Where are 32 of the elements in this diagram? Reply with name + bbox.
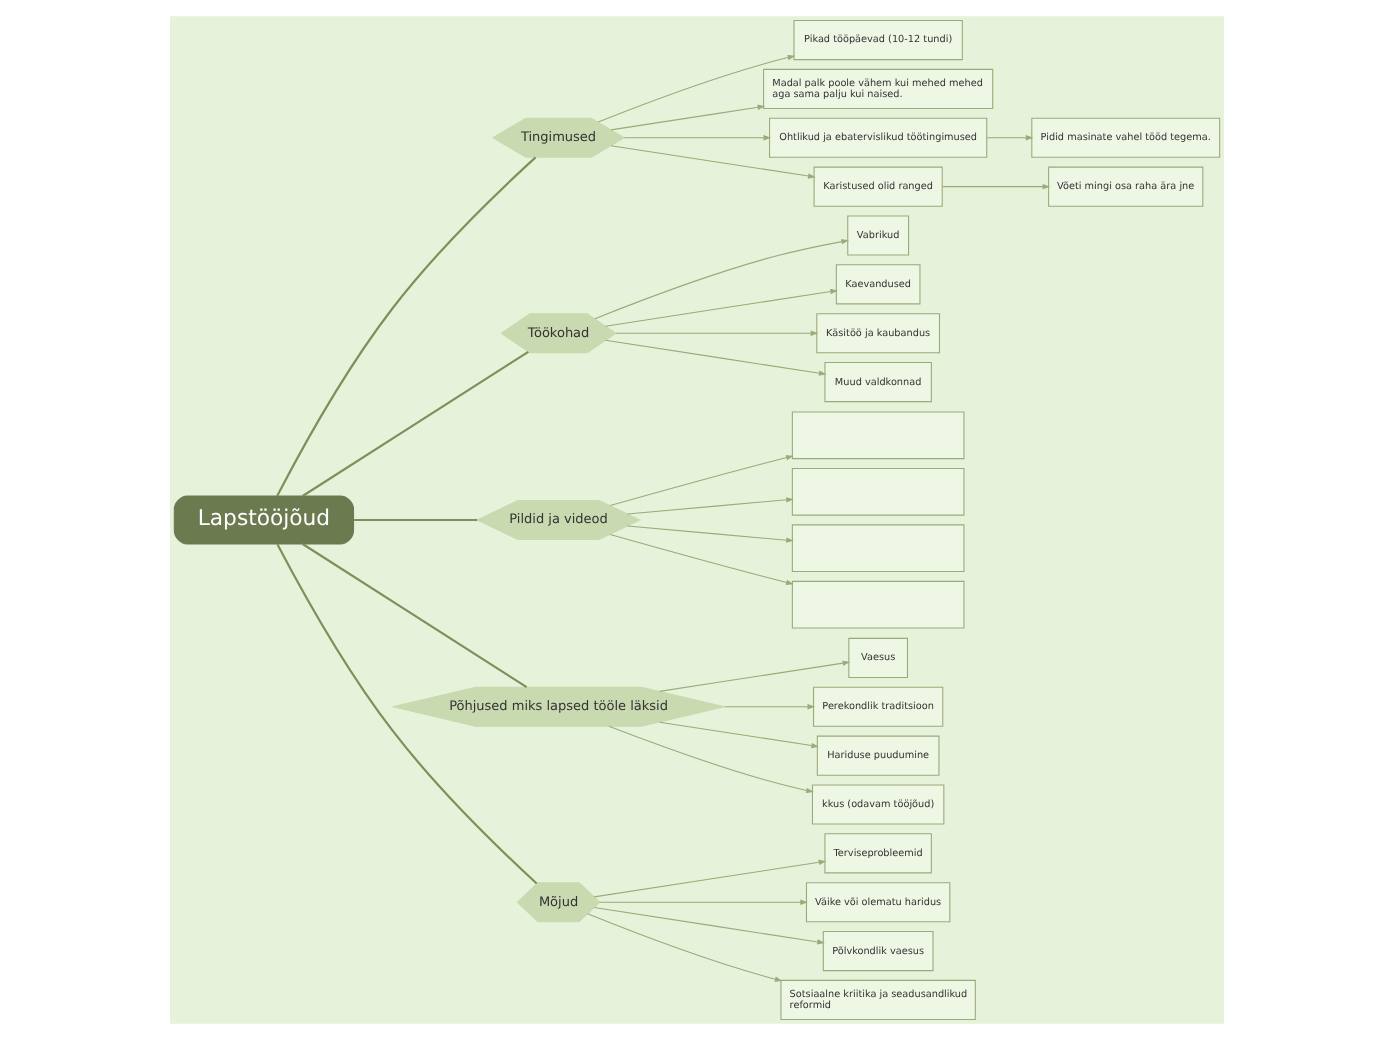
arrow [659,721,819,749]
arrow [587,913,783,982]
arrow [610,145,816,179]
connector [302,350,529,497]
node-box [791,467,965,516]
node-box [791,580,965,629]
arrow [598,899,808,905]
connector [302,543,528,688]
arrow [609,455,794,507]
arrow [604,339,827,376]
arrow [941,183,1051,190]
arrow [626,525,794,543]
arrow [604,288,838,327]
connector [276,543,538,885]
arrow [593,859,827,898]
arrow [594,239,850,320]
node-box [791,411,965,460]
node-box [791,524,965,573]
arrow [623,135,772,141]
arrow [597,55,796,123]
arrow [609,533,794,585]
arrow [723,704,816,710]
arrow [659,660,851,692]
arrow [615,330,819,336]
arrow [626,497,794,515]
arrow [610,104,766,131]
arrow [608,725,814,793]
connector [276,156,537,497]
arrow [986,135,1034,141]
connector [353,518,478,522]
arrow [593,907,825,945]
node-box: Lapstööjõud [173,495,355,545]
